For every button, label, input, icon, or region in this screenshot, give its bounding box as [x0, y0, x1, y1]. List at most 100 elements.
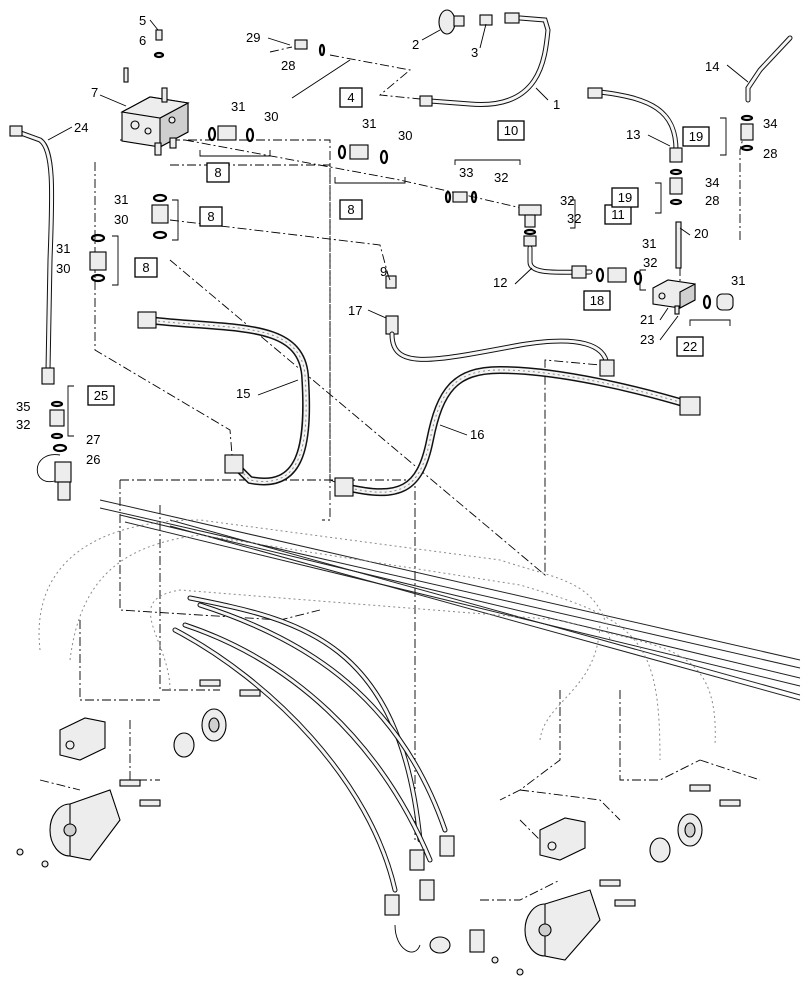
- manifold-valve-block: [120, 67, 190, 156]
- callout-24: 24: [74, 120, 88, 135]
- hose-17: [385, 275, 615, 377]
- callout-6: 6: [139, 33, 146, 48]
- tube-14: [745, 35, 793, 103]
- valve-block-21: [652, 279, 696, 315]
- callout-14: 14: [705, 59, 719, 74]
- callout-30-c: 30: [114, 212, 128, 227]
- leader-lines: [47, 19, 749, 436]
- right-sprocket: [677, 813, 703, 847]
- callout-30-b: 30: [398, 128, 412, 143]
- callout-32-d: 32: [643, 255, 657, 270]
- boxed-callout-19-b: 19: [611, 187, 639, 208]
- left-valve-block: [59, 717, 106, 761]
- screw-and-washer: [153, 29, 165, 59]
- boxed-callout-4: 4: [339, 87, 363, 108]
- svg-text:8: 8: [214, 165, 221, 180]
- callout-27: 27: [86, 432, 100, 447]
- svg-text:8: 8: [347, 202, 354, 217]
- callout-31-e: 31: [642, 236, 656, 251]
- right-hydraulic-motor: [524, 889, 601, 961]
- hose-12: [527, 245, 593, 279]
- callout-31-a: 31: [231, 99, 245, 114]
- boxed-callout-10: 10: [497, 120, 525, 141]
- fitting-34-28-upper: [740, 114, 754, 152]
- callout-32-c: 32: [567, 211, 581, 226]
- svg-text:22: 22: [683, 339, 697, 354]
- boxed-callout-25: 25: [87, 385, 115, 406]
- boxed-callout-19-a: 19: [682, 126, 710, 147]
- fitting-29: [294, 39, 326, 57]
- svg-text:8: 8: [207, 209, 214, 224]
- callout-31-c: 31: [114, 192, 128, 207]
- callout-32-e: 32: [16, 417, 30, 432]
- hose-1: [419, 12, 551, 107]
- callout-13: 13: [626, 127, 640, 142]
- callout-26: 26: [86, 452, 100, 467]
- callout-23: 23: [640, 332, 654, 347]
- fitting-34-28-lower: [669, 168, 683, 206]
- svg-text:10: 10: [504, 123, 518, 138]
- callout-7: 7: [91, 85, 98, 100]
- callout-20: 20: [694, 226, 708, 241]
- stud-20: [675, 221, 682, 269]
- hose-13: [587, 87, 683, 163]
- dust-cap: [36, 454, 72, 501]
- svg-text:18: 18: [590, 293, 604, 308]
- callout-30-d: 30: [56, 261, 70, 276]
- frame-rails: [99, 499, 801, 701]
- svg-text:19: 19: [618, 190, 632, 205]
- boxed-callout-11: 11: [604, 204, 632, 225]
- callout-16: 16: [470, 427, 484, 442]
- callout-5: 5: [139, 13, 146, 28]
- callout-31-d: 31: [56, 241, 70, 256]
- faint-hoses: [38, 519, 716, 893]
- gauge-fitting: [479, 14, 493, 26]
- boxed-callout-8-b: 8: [339, 199, 363, 220]
- left-sprocket: [201, 708, 227, 742]
- callout-28-c: 28: [705, 193, 719, 208]
- adapter-set-right-of-block: [207, 125, 389, 165]
- callout-32-b: 32: [560, 193, 574, 208]
- boxed-callout-22: 22: [676, 336, 704, 357]
- callout-29: 29: [246, 30, 260, 45]
- right-valve-block: [539, 817, 586, 861]
- right-bolts: [491, 784, 741, 976]
- adapter-set-below-block: [89, 193, 169, 283]
- callout-3: 3: [471, 45, 478, 60]
- callout-12: 12: [493, 275, 507, 290]
- callout-28-a: 28: [281, 58, 295, 73]
- callout-15: 15: [236, 386, 250, 401]
- hose-15: [137, 311, 311, 486]
- callout-2: 2: [412, 37, 419, 52]
- callout-35: 35: [16, 399, 30, 414]
- hose-16: [334, 365, 701, 497]
- svg-text:4: 4: [347, 90, 354, 105]
- hose-24: [9, 125, 55, 385]
- assembly-lines: [39, 46, 761, 901]
- callout-21: 21: [640, 312, 654, 327]
- adapter-18: [595, 267, 643, 286]
- callout-34-b: 34: [705, 175, 719, 190]
- left-coupler-hub: [173, 732, 195, 758]
- svg-text:11: 11: [611, 207, 625, 222]
- callout-32-a: 32: [494, 170, 508, 185]
- pressure-gauge: [438, 9, 465, 35]
- svg-text:25: 25: [94, 388, 108, 403]
- right-coupler-hub: [649, 837, 671, 863]
- callout-31-f: 31: [731, 273, 745, 288]
- callout-34-a: 34: [763, 116, 777, 131]
- svg-text:8: 8: [142, 260, 149, 275]
- boxed-callout-18: 18: [583, 290, 611, 311]
- callout-numbers: 1 2 3 5 6 7 9 12 13 14 15 16 17 20 21 23…: [16, 13, 777, 467]
- callout-1: 1: [553, 97, 560, 112]
- callout-33: 33: [459, 165, 473, 180]
- callout-31-b: 31: [362, 116, 376, 131]
- lower-couplers-and-caps: [384, 835, 485, 954]
- tee-fitting-assembly: [444, 190, 542, 247]
- left-bolts: [16, 679, 261, 868]
- boxed-callout-8-d: 8: [134, 257, 158, 278]
- callout-9: 9: [380, 264, 387, 279]
- boxed-callout-8-c: 8: [199, 206, 223, 227]
- callout-brackets: [67, 59, 731, 437]
